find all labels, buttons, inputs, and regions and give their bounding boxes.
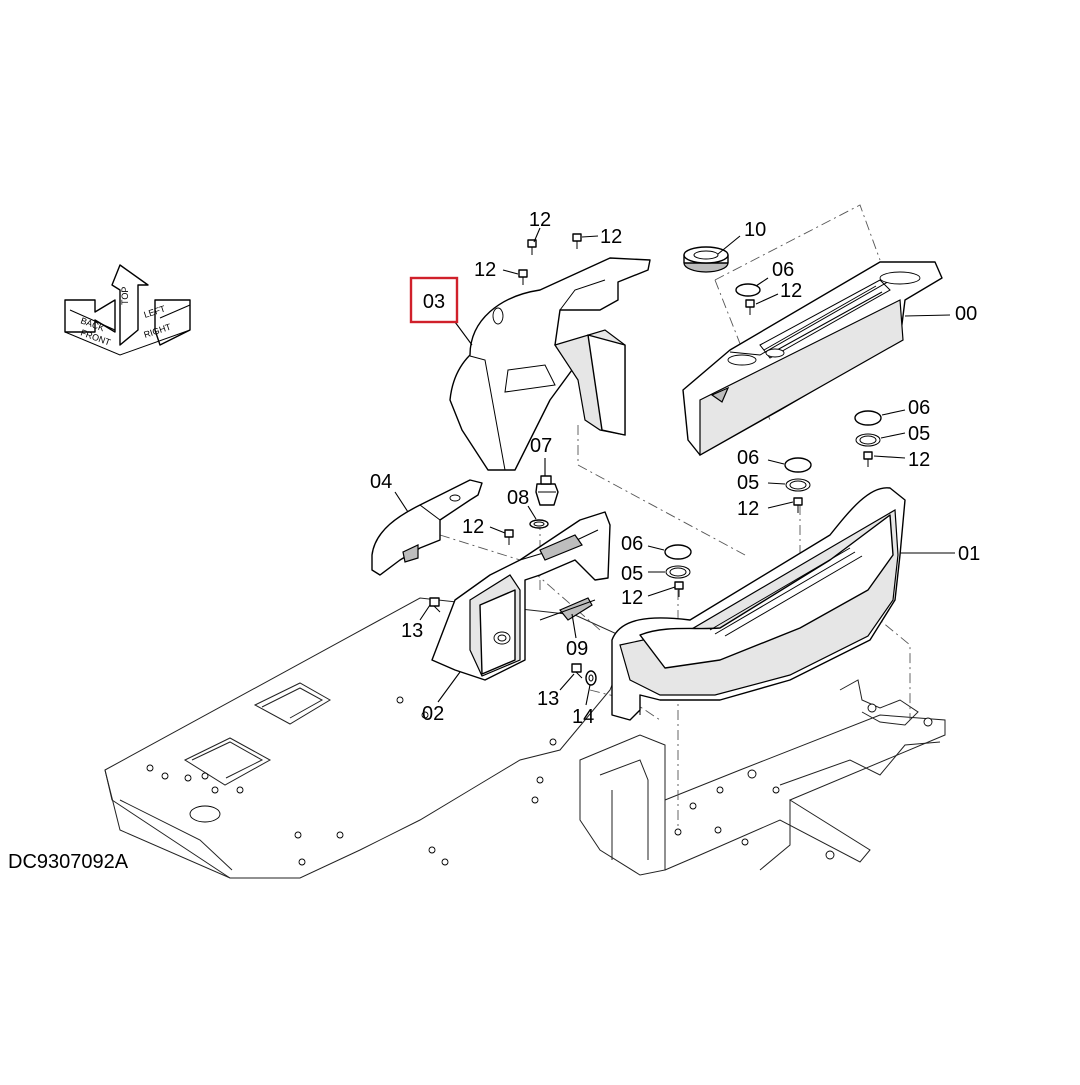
part-08-ring[interactable] [529,519,549,529]
part-01-lower-box[interactable] [611,487,906,721]
callout-00[interactable]: 00 [955,303,977,325]
part-12-bolt-c[interactable] [518,269,528,285]
part-09-clip[interactable] [539,597,596,621]
part-05-ring-c[interactable] [665,565,691,579]
part-05-ring-a[interactable] [855,433,881,447]
callout-04[interactable]: 04 [370,471,392,493]
leader-lines [394,227,955,706]
callout-06-b[interactable]: 06 [908,397,930,419]
callout-07[interactable]: 07 [530,435,552,457]
callout-13-a[interactable]: 13 [401,620,423,642]
drawing-code: DC9307092A [8,851,129,873]
callout-12-d[interactable]: 12 [780,280,802,302]
callout-12-a[interactable]: 12 [529,209,551,231]
callout-05-a[interactable]: 05 [908,423,930,445]
part-12-bolt-b[interactable] [572,233,582,249]
callout-06-a[interactable]: 06 [772,259,794,281]
part-04-small-cover[interactable] [371,479,483,576]
part-12-bolt-e[interactable] [863,451,873,467]
callout-14[interactable]: 14 [572,706,594,728]
callout-12-f[interactable]: 12 [737,498,759,520]
callout-12-c[interactable]: 12 [474,259,496,281]
part-13-bolt-b[interactable] [571,663,583,679]
callout-12-e[interactable]: 12 [908,449,930,471]
callouts: 12 12 12 10 06 12 00 06 05 12 06 05 12 0… [370,209,980,728]
part-12-bolt-h[interactable] [674,581,684,597]
base-frame [104,597,631,879]
callout-13-b[interactable]: 13 [537,688,559,710]
part-05-ring-b[interactable] [785,478,811,492]
plugs-upper [664,283,882,579]
callout-12-g[interactable]: 12 [462,516,484,538]
callout-12-h[interactable]: 12 [621,587,643,609]
part-13-bolt-a[interactable] [429,597,441,613]
part-10-cap[interactable] [683,246,729,273]
part-02-lower-cover[interactable] [431,511,611,681]
part-06-plug-d[interactable] [664,544,692,560]
callout-12-b[interactable]: 12 [600,226,622,248]
callout-06-c[interactable]: 06 [737,447,759,469]
callout-08[interactable]: 08 [507,487,529,509]
support-bracket-frame [579,679,946,876]
callout-05-c[interactable]: 05 [621,563,643,585]
part-06-plug-a[interactable] [735,283,761,297]
bolts [429,233,873,686]
callout-03-highlight-box [409,276,459,324]
part-12-bolt-d[interactable] [745,299,755,315]
compass-top-label: TOP [120,287,130,305]
callout-05-b[interactable]: 05 [737,472,759,494]
part-03-side-cover[interactable] [449,257,651,471]
part-07-fastener[interactable] [535,475,559,506]
part-12-bolt-a[interactable] [527,239,537,255]
callout-01[interactable]: 01 [958,543,980,565]
part-12-bolt-f[interactable] [793,497,803,513]
part-00-upper-panel[interactable] [682,261,943,457]
callout-09[interactable]: 09 [566,638,588,660]
part-06-plug-b[interactable] [854,410,882,426]
callout-10[interactable]: 10 [744,219,766,241]
part-12-bolt-g[interactable] [504,529,514,545]
part-06-plug-c[interactable] [784,457,812,473]
callout-02[interactable]: 02 [422,703,444,725]
callout-06-d[interactable]: 06 [621,533,643,555]
callout-03[interactable]: 03 [423,291,445,313]
part-14-washer[interactable] [585,670,597,686]
orientation-cube-icon: BACK FRONT TOP LEFT RIGHT [64,264,191,356]
